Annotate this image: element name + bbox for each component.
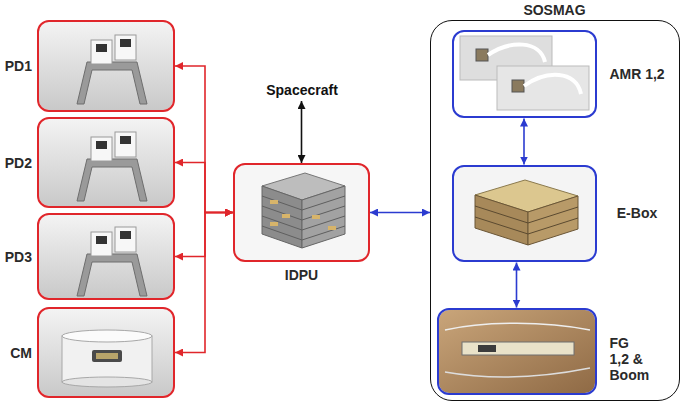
processor-box: IDPU [233,163,370,262]
pd-photos [39,22,173,298]
system-group-box: SOSMAGAMR 1,2E-BoxFG 1,2 & Boom [430,20,680,401]
unit-label: PD2 [5,155,32,171]
data-link [175,66,233,213]
unit-label: PD3 [5,249,32,265]
instrument-box: PD3 [37,213,175,300]
sensor-box: FG 1,2 & Boom [437,308,597,395]
spacecraft-node: Spacecraft [264,80,340,100]
unit-label: FG 1,2 & Boom [610,335,650,383]
ebox-photo [454,167,595,260]
instrument-box: PD2 [37,117,175,208]
unit-label: AMR 1,2 [609,66,664,82]
data-link [175,213,233,257]
data-link [301,101,303,163]
fg-boom-photo [439,310,595,393]
instrument-box: CM [37,307,175,398]
unit-label: SOSMAG [523,2,585,18]
unit-label: E-Box [617,205,657,221]
data-link [175,213,233,353]
instrument-box: PD1 [37,20,175,112]
data-link [370,212,430,214]
unit-label: Spacecraft [266,82,338,98]
data-link [523,119,525,165]
sensor-box: AMR 1,2 [452,30,597,118]
idpu-photo [235,165,368,260]
data-link [175,163,233,213]
cm-photo [39,309,173,396]
electronics-box: E-Box [452,165,597,262]
amr-photo [460,36,589,110]
data-link [516,263,518,308]
unit-label: IDPU [285,267,318,283]
unit-label: PD1 [5,58,32,74]
unit-label: CM [10,345,32,361]
